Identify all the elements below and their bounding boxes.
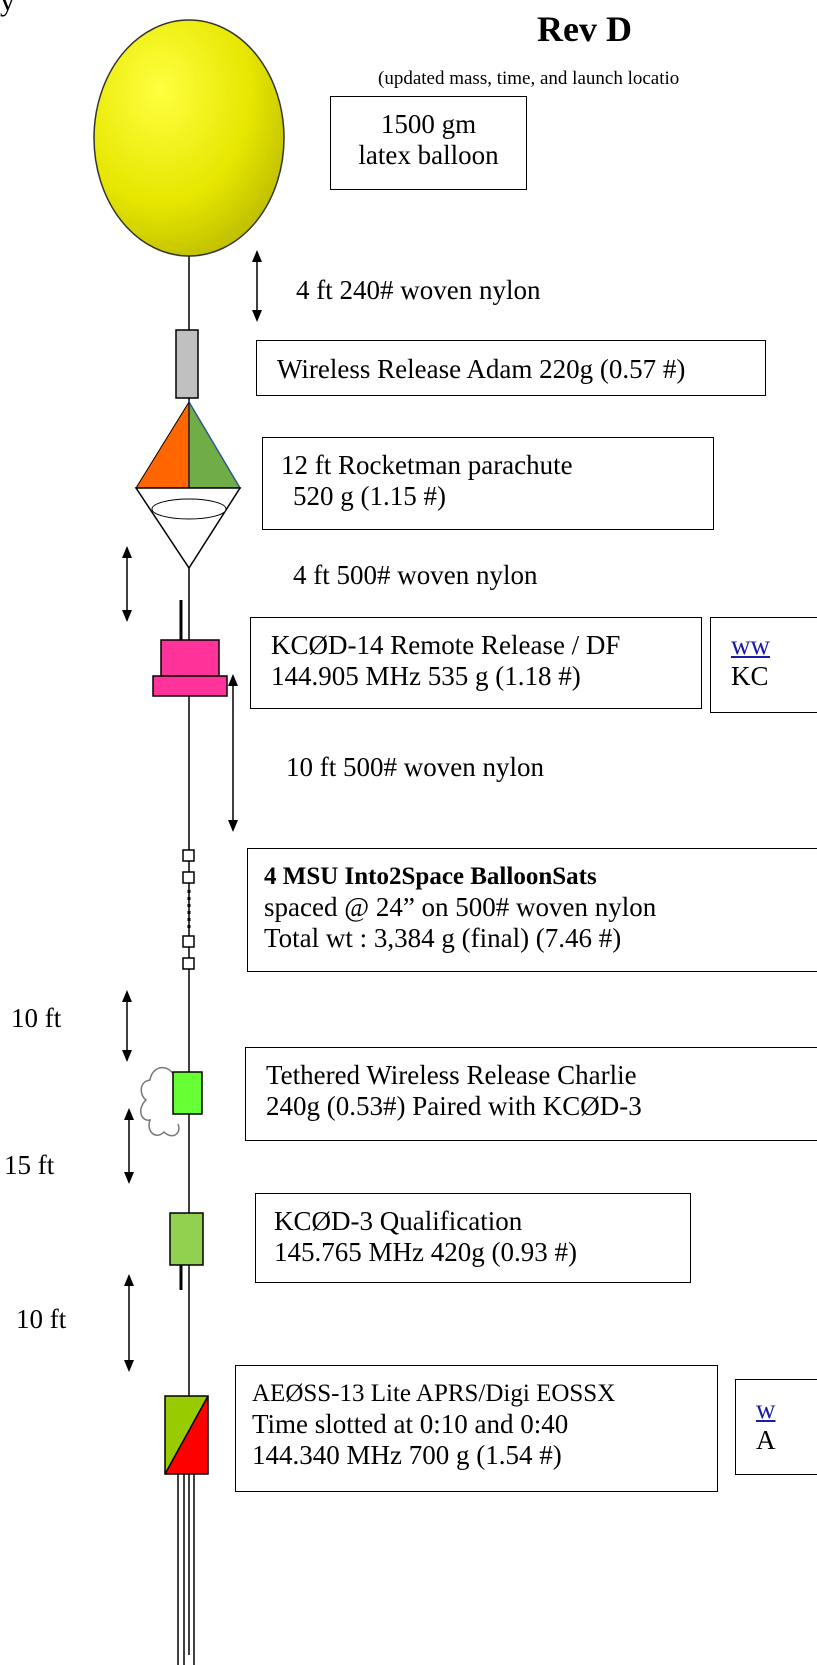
aeoss13-label-line2: Time slotted at 0:10 and 0:40	[252, 1409, 569, 1439]
balloon-label-line1: 1500 gm	[380, 109, 477, 139]
length-arrow-2	[122, 546, 132, 622]
charlie-label-line1: Tethered Wireless Release Charlie	[266, 1060, 637, 1090]
balloonsats-label-line1: 4 MSU Into2Space BalloonSats	[264, 863, 597, 890]
spacing-label-1: 10 ft	[11, 1003, 62, 1033]
aeoss13-box: AEØSS-13 Lite APRS/Digi EOSSX Time slott…	[235, 1365, 718, 1492]
kc14-box: KCØD-14 Remote Release / DF 144.905 MHz …	[250, 617, 702, 709]
line2-label: 4 ft 500# woven nylon	[293, 560, 538, 590]
balloonsats-label-line3: Total wt : 3,384 g (final) (7.46 #)	[264, 923, 622, 953]
length-arrow-5	[124, 1108, 134, 1184]
length-arrow-6	[124, 1274, 134, 1372]
kc14-label-line1: KCØD-14 Remote Release / DF	[271, 630, 621, 660]
kc3-label-line2: 145.765 MHz 420g (0.93 #)	[274, 1237, 577, 1267]
wireless-release-charlie-shape	[172, 1071, 203, 1115]
aeoss13-label-line3: 144.340 MHz 700 g (1.54 #)	[252, 1440, 562, 1470]
kc14-upper-shape	[160, 639, 220, 677]
revision-title: Rev D	[537, 9, 632, 49]
latex-balloon-shape	[93, 19, 285, 257]
charlie-label-line2: 240g (0.53#) Paired with KCØD-3	[266, 1091, 642, 1121]
length-arrow-1	[252, 250, 262, 322]
length-arrow-3	[228, 674, 238, 832]
aeoss13-tracker-shape	[164, 1395, 209, 1475]
parachute-shape	[134, 399, 242, 570]
revision-subtitle: (updated mass, time, and launch locatio	[378, 68, 680, 89]
balloon-label-line2: latex balloon	[358, 140, 499, 170]
release-adam-label: Wireless Release Adam 220g (0.57 #)	[277, 354, 686, 384]
aeoss13-antennas	[177, 1474, 195, 1665]
aeoss13-label-line1: AEØSS-13 Lite APRS/Digi EOSSX	[252, 1380, 616, 1407]
kc14-label-line2: 144.905 MHz 535 g (1.18 #)	[271, 661, 581, 691]
kc14-side-link[interactable]: ww	[731, 630, 770, 660]
kc3-qualification-shape	[169, 1212, 204, 1266]
charlie-tether-loop	[140, 1067, 180, 1137]
spacing-label-3: 10 ft	[16, 1304, 67, 1334]
kc14-side-label: KC	[731, 661, 769, 691]
balloonsats-shapes	[182, 849, 195, 970]
aeoss13-side-label: A	[756, 1425, 776, 1455]
kc3-label-line1: KCØD-3 Qualification	[274, 1206, 523, 1236]
kc14-lower-shape	[152, 675, 228, 697]
balloonsats-box: 4 MSU Into2Space BalloonSats spaced @ 24…	[247, 848, 817, 972]
length-arrow-4	[122, 990, 132, 1062]
kc3-box: KCØD-3 Qualification 145.765 MHz 420g (0…	[255, 1193, 691, 1283]
spacing-label-2: 15 ft	[4, 1150, 55, 1180]
parachute-box: 12 ft Rocketman parachute 520 g (1.15 #)	[262, 437, 714, 530]
parachute-label-line2: 520 g (1.15 #)	[293, 481, 446, 511]
aeoss13-side-box: w A	[735, 1379, 817, 1475]
aeoss13-side-link[interactable]: w	[756, 1394, 776, 1424]
balloonsats-label-line2: spaced @ 24” on 500# woven nylon	[264, 892, 657, 922]
release-adam-box: Wireless Release Adam 220g (0.57 #)	[256, 340, 766, 396]
balloon-label-box: 1500 gm latex balloon	[330, 96, 527, 190]
kc14-side-box: ww KC	[710, 617, 817, 713]
wireless-release-adam-shape	[175, 329, 199, 399]
line3-label: 10 ft 500# woven nylon	[286, 752, 544, 782]
parachute-label-line1: 12 ft Rocketman parachute	[281, 450, 573, 480]
charlie-box: Tethered Wireless Release Charlie 240g (…	[245, 1047, 817, 1141]
top-left-fragment: y	[0, 0, 15, 17]
line1-label: 4 ft 240# woven nylon	[296, 275, 541, 305]
